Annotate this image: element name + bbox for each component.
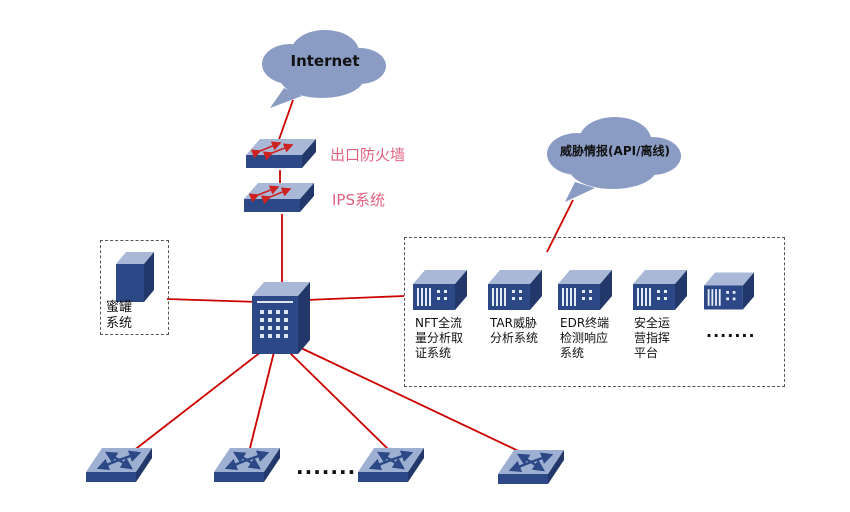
threat-intel-cloud: 威胁情报(API/离线) — [535, 108, 695, 204]
link-threatintel-platforms — [546, 199, 574, 253]
core-switch-icon — [252, 282, 310, 354]
ips-label: IPS系统 — [332, 191, 385, 209]
cloud-icon — [547, 117, 681, 202]
access-switch-4 — [498, 450, 564, 496]
access-switch-3 — [358, 448, 424, 494]
firewall-device — [246, 138, 316, 174]
internet-cloud: Internet — [250, 22, 400, 110]
link-core-security-platforms — [305, 295, 405, 301]
link-core-switch2 — [248, 351, 275, 453]
honeypot-icon — [116, 252, 154, 302]
server-icon — [558, 270, 612, 310]
cloud-icon — [262, 30, 386, 108]
switch-icon — [498, 450, 564, 484]
core-switch-device — [252, 282, 310, 354]
server-more — [704, 272, 754, 310]
server-edr-label: EDR终端检测响应系统 — [560, 316, 610, 360]
server-tar — [488, 270, 542, 310]
ips-device — [244, 182, 314, 218]
threat-intel-label: 威胁情报(API/离线) — [560, 144, 670, 158]
internet-label: Internet — [290, 52, 360, 70]
server-more-dots: ······· — [706, 326, 756, 345]
honeypot-label: 蜜罐系统 — [106, 300, 133, 332]
switch-icon — [214, 448, 280, 482]
link-core-switch3 — [288, 351, 392, 453]
honeypot-device — [116, 252, 154, 302]
switch-icon — [86, 448, 152, 482]
server-nft-label: NFT全流量分析取证系统 — [415, 316, 464, 360]
security-platforms-group-box — [404, 237, 785, 387]
server-icon — [704, 272, 754, 310]
server-nft — [413, 270, 467, 310]
honeypot-group-box — [100, 240, 169, 335]
link-core-switch4 — [300, 347, 530, 457]
firewall-icon — [246, 139, 316, 168]
access-switch-2 — [214, 448, 280, 494]
server-soc-label: 安全运营指挥平台 — [634, 316, 671, 360]
link-core-honeypot — [166, 298, 259, 303]
ips-icon — [244, 183, 314, 212]
server-tar-label: TAR威胁分析系统 — [490, 316, 539, 345]
server-icon — [413, 270, 467, 310]
server-icon — [633, 270, 687, 310]
switch-row-dots: ······· — [296, 460, 357, 484]
firewall-label: 出口防火墙 — [330, 146, 406, 164]
server-icon — [488, 270, 542, 310]
server-soc — [633, 270, 687, 310]
access-switch-1 — [86, 448, 152, 494]
switch-icon — [358, 448, 424, 482]
server-edr — [558, 270, 612, 310]
link-core-switch1 — [123, 347, 267, 459]
